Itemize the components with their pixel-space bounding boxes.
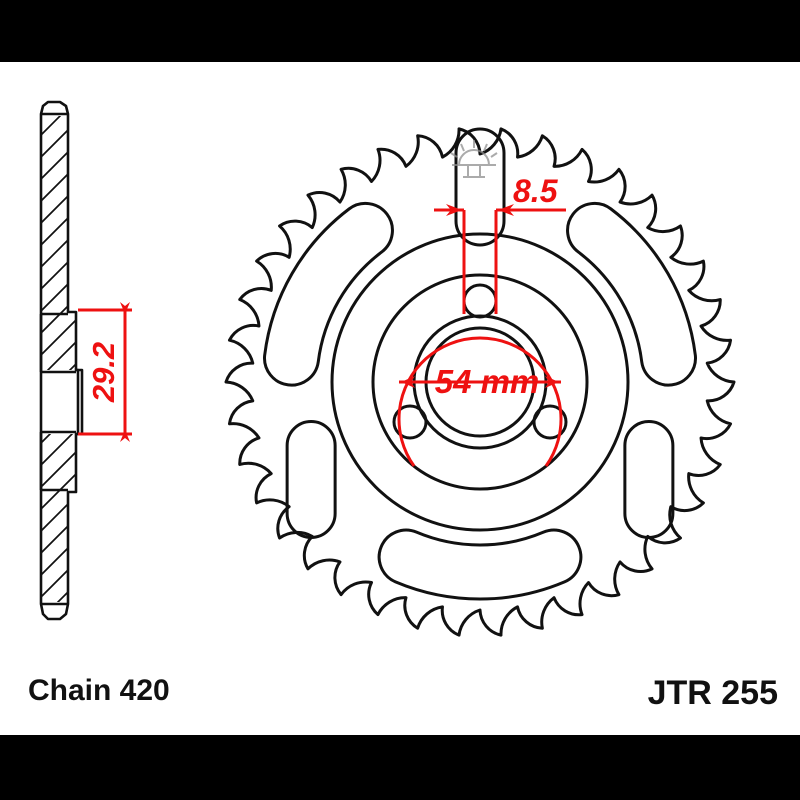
bolt-hole-arrow-left — [446, 204, 462, 216]
sun-dome — [458, 149, 490, 166]
hub-outer-circle — [330, 232, 630, 532]
part-number-caption: JTR 255 — [647, 674, 778, 712]
thickness-arrow-bottom — [120, 430, 130, 442]
hub-inner-circle — [371, 273, 589, 491]
oval-slot — [623, 420, 675, 539]
bolt-circle-arrow-left — [401, 376, 415, 388]
sprocket-face-view — [224, 127, 736, 637]
thickness-dimension — [78, 302, 132, 442]
bolt-circle-dimension — [397, 336, 563, 467]
bolt-hole — [462, 283, 498, 319]
sun-ray — [483, 143, 488, 152]
oval-slot — [285, 420, 337, 539]
bolt-hole — [392, 404, 428, 440]
kidney-slot — [566, 201, 697, 387]
sprocket-teeth — [224, 127, 736, 637]
letterbox-bar-bottom — [0, 735, 800, 800]
section-outline — [39, 100, 80, 621]
technical-drawing: 29.2 — [39, 100, 736, 637]
sun-ray — [490, 152, 498, 158]
bolt-circle-arc — [397, 336, 563, 467]
sunrise-icon — [450, 140, 498, 178]
bolt-hole-label: 8.5 — [513, 173, 559, 209]
bolt-circle-arrow-right — [545, 376, 559, 388]
letterbox-bar-top — [0, 0, 800, 62]
sun-ray — [450, 152, 458, 158]
kidney-slot — [263, 201, 394, 387]
kidney-slot — [377, 528, 583, 601]
sun-ray — [460, 143, 465, 152]
thickness-arrow-top — [120, 302, 130, 314]
bolt-hole-dimension — [434, 204, 566, 314]
oval-slots — [285, 127, 675, 539]
chain-caption: Chain 420 — [28, 674, 170, 707]
side-section-view — [39, 100, 84, 621]
section-hatching — [41, 116, 76, 602]
kidney-slots — [263, 201, 697, 601]
drawing-canvas: 29.2 — [0, 62, 800, 735]
bolt-hole-arrow-right — [498, 204, 514, 216]
bolt-circle-label: 54 mm — [435, 363, 540, 400]
bolt-hole — [532, 404, 568, 440]
thickness-dimension-label: 29.2 — [86, 342, 121, 403]
oval-slot — [454, 127, 506, 247]
